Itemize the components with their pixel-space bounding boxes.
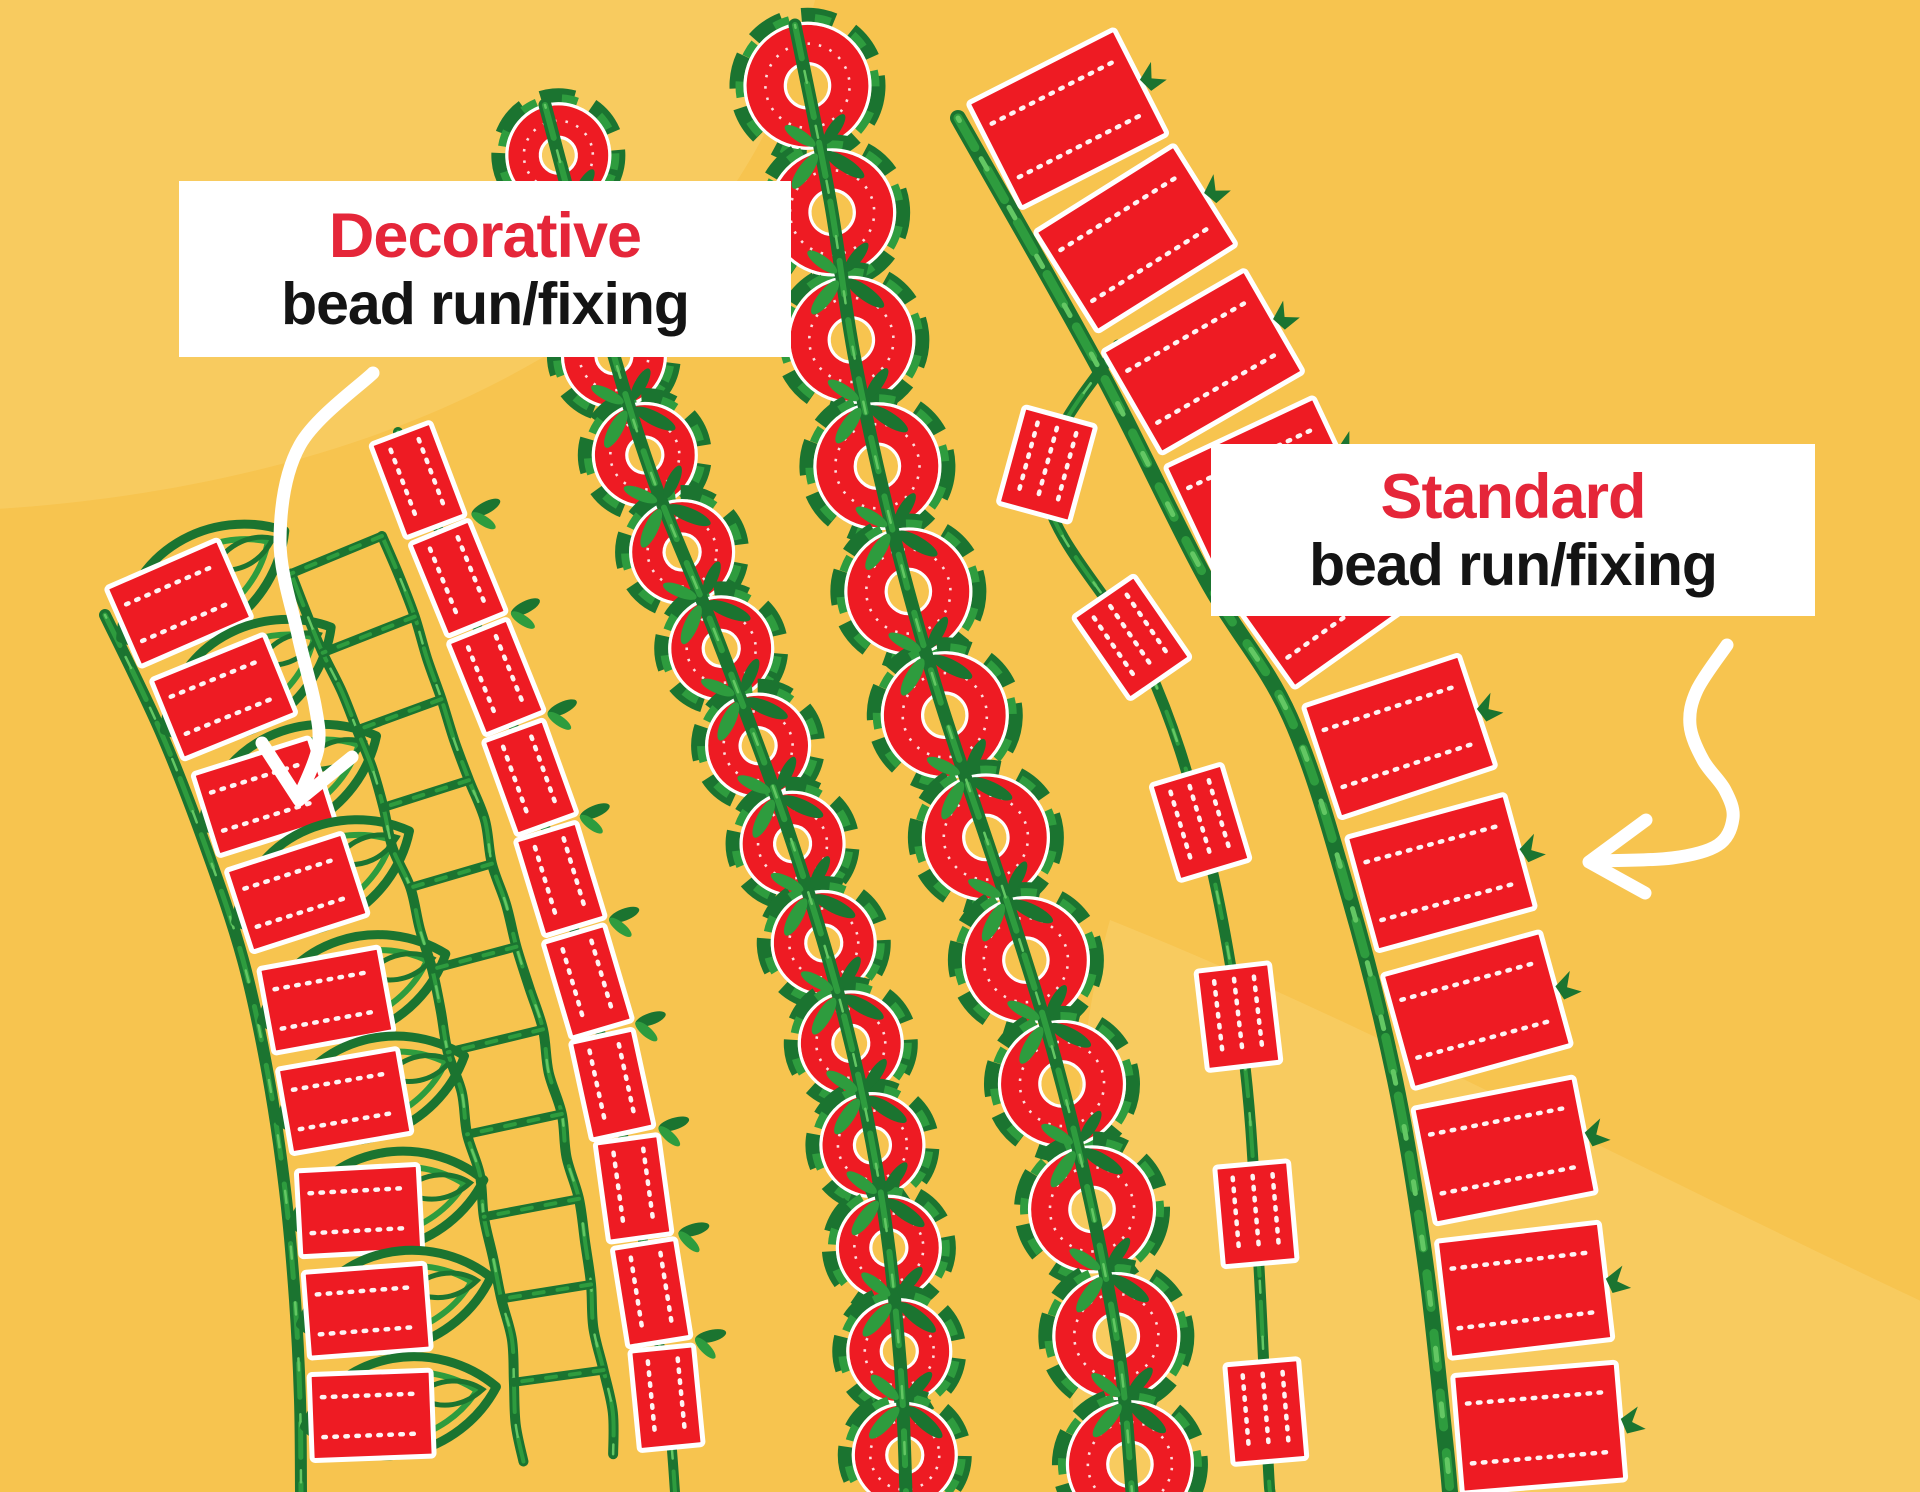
standard-sparse-bead-run [996, 339, 1310, 1492]
standard-arrow [1582, 638, 1740, 900]
decorative-arrow [255, 366, 380, 807]
standard-label-title: Standard [1380, 461, 1646, 532]
standard-label-subtitle: bead run/fixing [1309, 532, 1718, 599]
decorative-label-title: Decorative [328, 200, 642, 271]
standard-label: Standard bead run/fixing [1211, 444, 1815, 616]
decorative-label: Decorative bead run/fixing [179, 181, 791, 357]
decorative-label-subtitle: bead run/fixing [281, 271, 690, 338]
decorative-trellis-bead-run [286, 420, 727, 1492]
decorative-large-ring-run [729, 7, 1208, 1492]
